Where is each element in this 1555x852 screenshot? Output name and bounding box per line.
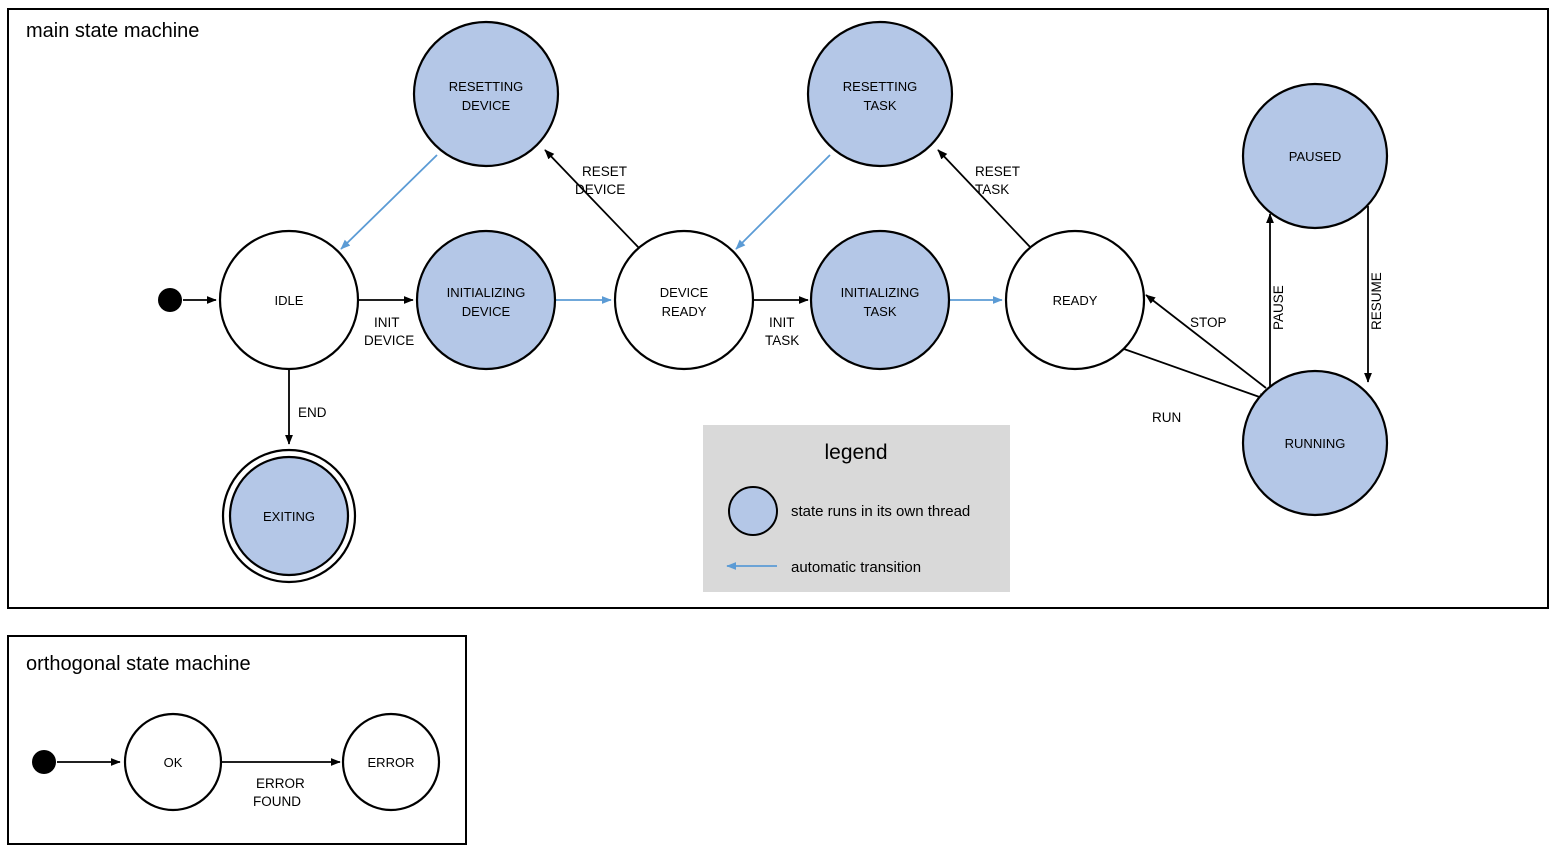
transition-resume: RESUME xyxy=(1364,206,1384,383)
state-idle[interactable]: IDLE xyxy=(218,229,360,371)
edge-label-resume: RESUME xyxy=(1369,272,1384,330)
state-ok-label: OK xyxy=(164,755,183,770)
state-paused[interactable]: PAUSED xyxy=(1241,82,1389,230)
edge-label-end: END xyxy=(298,405,327,420)
state-resetting-device-label-line2: DEVICE xyxy=(462,98,511,113)
transition-reset-device: RESET DEVICE xyxy=(544,149,640,249)
edge-label-pause: PAUSE xyxy=(1271,285,1286,330)
state-device-ready-label-line1: DEVICE xyxy=(660,285,709,300)
legend-thread-state-swatch-icon xyxy=(728,486,778,536)
transition-resetting-task-to-device-ready xyxy=(735,154,831,250)
orthogonal-state-machine-frame xyxy=(7,635,467,845)
edge-label-init-task-line1: INIT xyxy=(769,315,795,330)
edge-label-reset-device-line1: RESET xyxy=(582,164,627,179)
legend-automatic-transition-text: automatic transition xyxy=(791,559,921,576)
state-exiting[interactable]: EXITING xyxy=(221,448,357,584)
transition-resetting-device-to-idle xyxy=(340,154,438,250)
state-ok[interactable]: OK xyxy=(123,712,223,812)
transition-init-task: INIT TASK xyxy=(753,296,809,348)
state-resetting-task[interactable]: RESETTING TASK xyxy=(806,20,954,168)
state-idle-label: IDLE xyxy=(275,293,304,308)
initial-pseudostate-orthogonal xyxy=(32,750,56,774)
state-initializing-task-label-line2: TASK xyxy=(864,304,897,319)
state-initializing-device-label-line1: INITIALIZING xyxy=(447,285,526,300)
edge-label-run: RUN xyxy=(1152,410,1181,425)
main-state-machine-title: main state machine xyxy=(26,20,199,42)
state-device-ready-label-line2: READY xyxy=(662,304,707,319)
edge-label-stop: STOP xyxy=(1190,315,1227,330)
edge-label-error-found-line1: ERROR xyxy=(256,776,305,791)
transition-end: END xyxy=(285,369,327,445)
state-initializing-task-label-line1: INITIALIZING xyxy=(841,285,920,300)
edge-label-reset-task-line1: RESET xyxy=(975,164,1020,179)
edge-label-reset-device-line2: DEVICE xyxy=(575,182,625,197)
state-resetting-device[interactable]: RESETTING DEVICE xyxy=(412,20,560,168)
initial-pseudostate-main xyxy=(158,288,182,312)
state-running[interactable]: RUNNING xyxy=(1241,369,1389,517)
edge-label-init-task-line2: TASK xyxy=(765,333,799,348)
transition-error-found: ERROR FOUND xyxy=(221,758,341,809)
state-error-label: ERROR xyxy=(368,755,415,770)
legend-thread-state-text: state runs in its own thread xyxy=(791,503,970,520)
state-exiting-label: EXITING xyxy=(263,509,315,524)
edge-label-init-device-line1: INIT xyxy=(374,315,400,330)
transition-init-device: INIT DEVICE xyxy=(358,296,414,348)
legend: legend state runs in its own thread auto… xyxy=(703,425,1010,592)
state-ready-label: READY xyxy=(1053,293,1098,308)
state-running-label: RUNNING xyxy=(1285,436,1346,451)
transition-reset-task: RESET TASK xyxy=(937,149,1032,249)
state-resetting-task-label-line2: TASK xyxy=(864,98,897,113)
transition-pause: PAUSE xyxy=(1266,213,1286,400)
state-resetting-task-label-line1: RESETTING xyxy=(843,79,917,94)
transition-run: RUN xyxy=(1123,348,1269,425)
orthogonal-state-machine-title: orthogonal state machine xyxy=(26,653,251,675)
transition-stop: STOP xyxy=(1145,294,1267,389)
edge-label-reset-task-line2: TASK xyxy=(975,182,1009,197)
state-ready[interactable]: READY xyxy=(1004,229,1146,371)
legend-title: legend xyxy=(824,441,887,464)
edge-label-error-found-line2: FOUND xyxy=(253,794,301,809)
state-initializing-task[interactable]: INITIALIZING TASK xyxy=(809,229,951,371)
main-state-machine-frame xyxy=(7,8,1549,609)
state-error[interactable]: ERROR xyxy=(341,712,441,812)
state-initializing-device-label-line2: DEVICE xyxy=(462,304,511,319)
state-initializing-device[interactable]: INITIALIZING DEVICE xyxy=(415,229,557,371)
state-resetting-device-label-line1: RESETTING xyxy=(449,79,523,94)
edge-label-init-device-line2: DEVICE xyxy=(364,333,414,348)
state-paused-label: PAUSED xyxy=(1289,149,1342,164)
state-device-ready[interactable]: DEVICE READY xyxy=(613,229,755,371)
